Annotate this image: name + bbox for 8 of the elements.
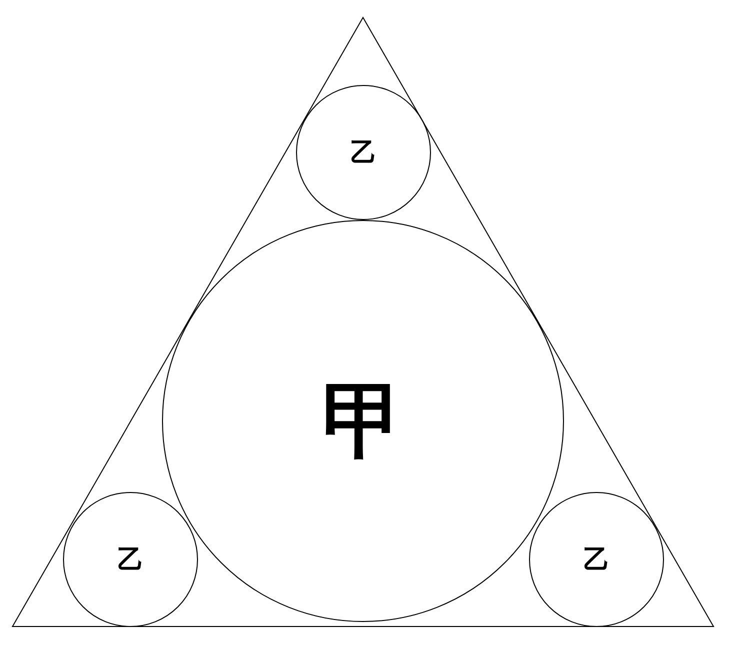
circle-label: 乙 [350,140,376,166]
circle [162,220,564,622]
circle-label: 甲 [322,380,404,462]
circle-label: 乙 [118,546,144,572]
circle [63,492,198,627]
circle-label: 乙 [584,546,610,572]
circle [529,492,664,627]
circle [296,85,431,220]
